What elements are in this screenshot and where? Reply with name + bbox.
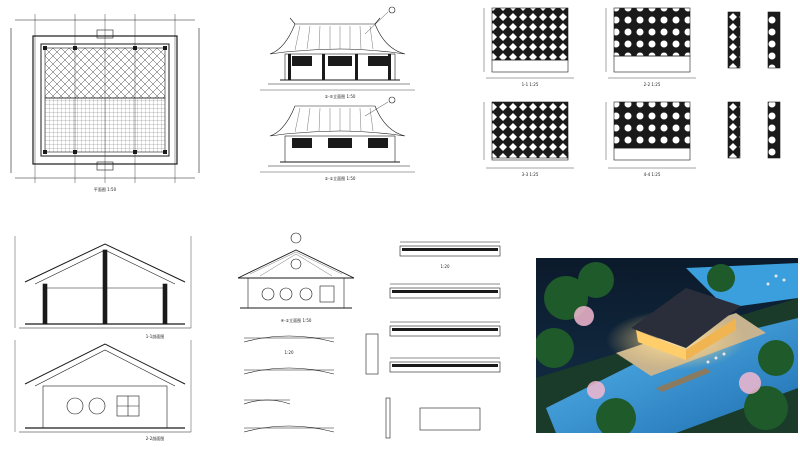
section-2-label: 2-2剖面图 <box>146 435 165 441</box>
plan-label: 平面图 1:50 <box>94 186 117 192</box>
elevation-and-details: ④-①立面图 1:50 1:20 1:20 <box>237 232 501 439</box>
floor-plan: 平面图 1:50 <box>10 14 200 192</box>
side-elevation-label: ①-①立面图 1:50 <box>325 175 356 181</box>
screen-1-label: 1-1 1:25 <box>522 82 539 87</box>
section-1-label: 1-1剖面图 <box>146 333 165 339</box>
front-elevation-drawings: ①-⑤立面图 1:50 ①-①立面图 1:50 <box>260 6 415 181</box>
detail-1-label: 1:20 <box>285 350 294 355</box>
west-elevation-label: ④-①立面图 1:50 <box>281 317 312 323</box>
screen-3-label: 3-3 1:25 <box>522 172 539 177</box>
detail-2-label: 1:20 <box>441 264 450 269</box>
screen-2-label: 2-2 1:25 <box>644 82 661 87</box>
section-drawings: 1-1剖面图 2-2剖面图 <box>14 236 192 441</box>
front-elevation-label: ①-⑤立面图 1:50 <box>325 93 356 99</box>
screen-4-label: 4-4 1:25 <box>644 172 661 177</box>
lattice-screen-drawings: 1-1 1:25 2-2 1:25 3-3 1:25 4-4 1:25 <box>483 7 781 177</box>
night-rendering <box>536 258 798 433</box>
